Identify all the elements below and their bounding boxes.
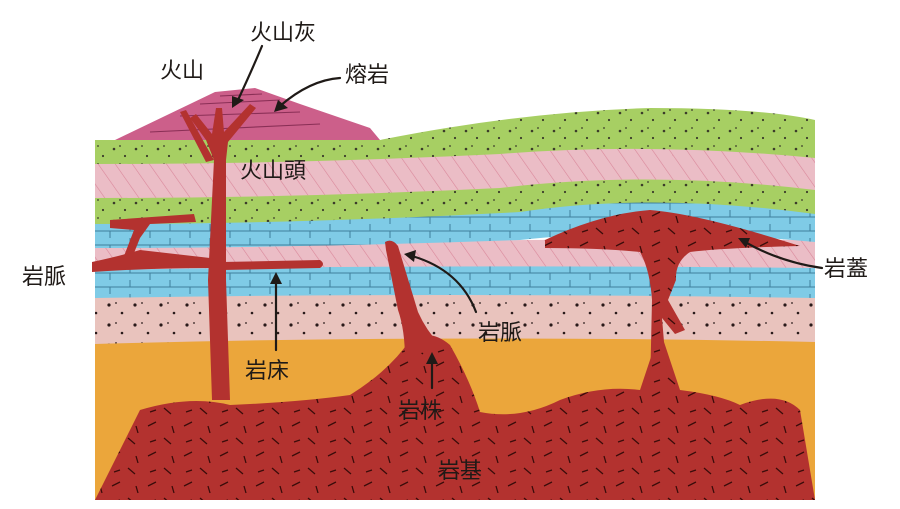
sill-label: 岩床 [245, 359, 289, 384]
volcanic-ash-label: 火山灰 [250, 21, 316, 46]
stock-label: 岩株 [398, 399, 442, 424]
dike-center-label: 岩脈 [478, 321, 522, 346]
laccolith-label: 岩蓋 [824, 257, 868, 282]
volcano-label: 火山 [160, 59, 204, 84]
batholith-label: 岩基 [438, 459, 482, 484]
dike-left-label: 岩脈 [22, 265, 66, 290]
volcanic-neck-label: 火山頭 [240, 159, 306, 184]
lava-label: 熔岩 [345, 63, 389, 88]
